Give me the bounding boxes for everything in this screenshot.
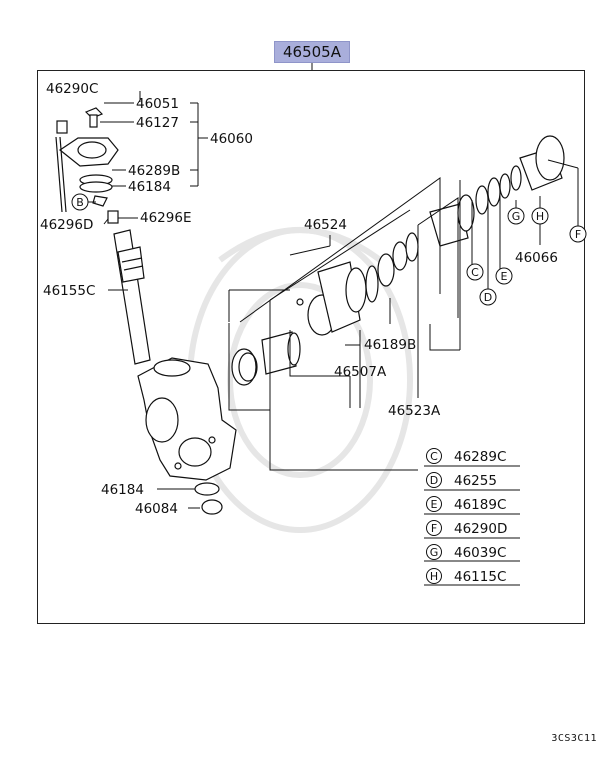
callout-46296E: 46296E: [140, 210, 191, 226]
callout-46066: 46066: [515, 250, 558, 266]
legend-letter: E: [431, 498, 438, 511]
callout-46155C: 46155C: [43, 283, 95, 299]
callout-46184-upper: 46184: [128, 179, 171, 195]
legend-part: 46189C: [454, 497, 506, 513]
callout-46289B: 46289B: [128, 163, 180, 179]
marker-C: C: [471, 266, 479, 279]
lower-seals-part: [194, 482, 223, 515]
legend-letter: D: [430, 474, 438, 487]
input-shaft-part: [113, 229, 151, 365]
assembly-number-title: 46505A: [274, 41, 350, 63]
marker-H: H: [536, 210, 544, 223]
legend-part: 46289C: [454, 449, 506, 465]
marker-E: E: [501, 270, 508, 283]
legend-part: 46255: [454, 473, 497, 489]
callout-46127: 46127: [136, 115, 179, 131]
legend-letter: H: [430, 570, 438, 583]
callout-46060: 46060: [210, 131, 253, 147]
legend-part: 46290D: [454, 521, 507, 537]
legend-letter: C: [430, 450, 438, 463]
callout-46507A: 46507A: [334, 364, 387, 380]
marker-B: B: [76, 196, 84, 209]
letter-markers: [71, 193, 587, 306]
callout-46189B: 46189B: [364, 337, 416, 353]
diagram-code: 3CS3C11: [551, 733, 597, 744]
leader-lines: [88, 91, 579, 586]
legend-letter: G: [430, 546, 439, 559]
gear-housing-part: [137, 357, 237, 481]
callout-labels: 46290C 46051 46127 46060 46289B 46184 46…: [40, 81, 558, 517]
upper-cover-part: [55, 107, 119, 224]
callout-46290C: 46290C: [46, 81, 98, 97]
marker-G: G: [512, 210, 521, 223]
legend-part: 46039C: [454, 545, 506, 561]
marker-F: F: [575, 228, 581, 241]
callout-46296D: 46296D: [40, 217, 93, 233]
callout-46051: 46051: [136, 96, 179, 112]
marker-D: D: [484, 291, 492, 304]
callout-46523A: 46523A: [388, 403, 441, 419]
diagram-frame: [37, 70, 585, 624]
callout-46184-lower: 46184: [101, 482, 144, 498]
callout-46524: 46524: [304, 217, 347, 233]
legend-part: 46115C: [454, 569, 506, 585]
callout-46084: 46084: [135, 501, 178, 517]
legend-letter: F: [431, 522, 437, 535]
legend: C D E F G H 46289C 46255 46189C 46290D 4…: [426, 448, 507, 585]
